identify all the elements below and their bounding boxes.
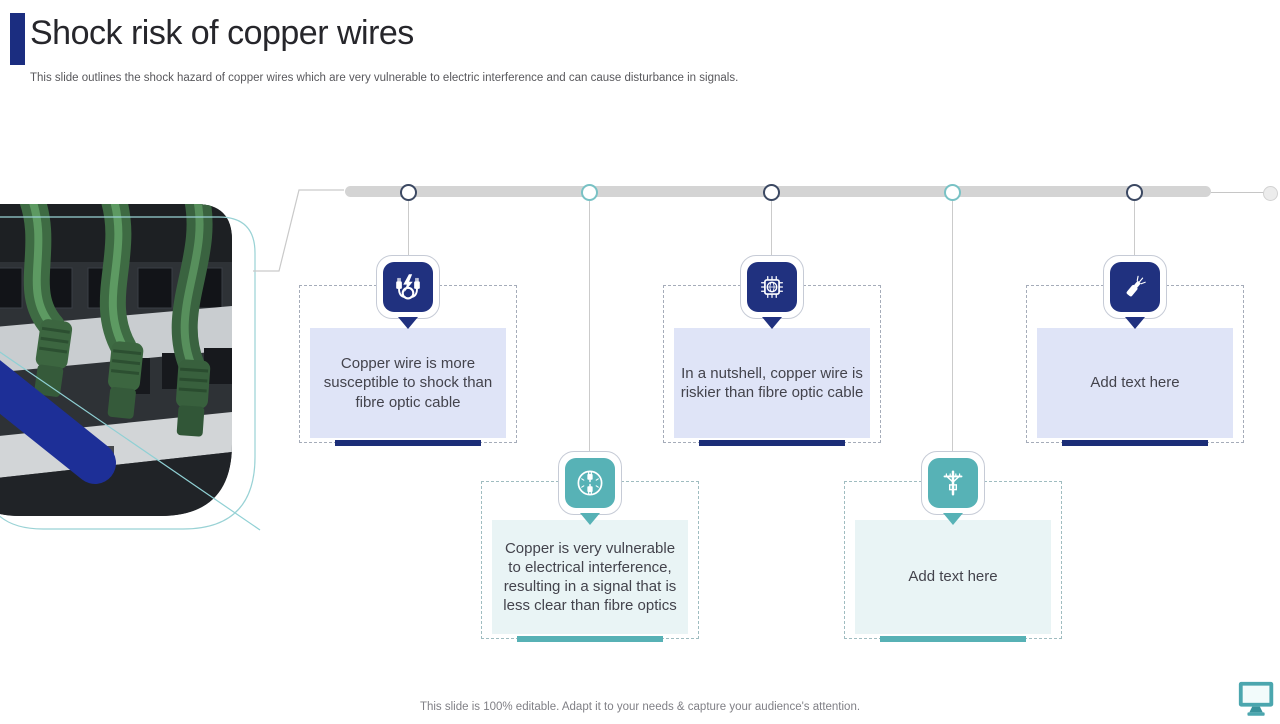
card-2-icon-pod <box>558 451 622 525</box>
pod-pointer <box>943 513 963 525</box>
timeline-node-1 <box>400 184 417 201</box>
fiber-optic-cable-icon <box>1126 275 1146 297</box>
card-4: Add text here <box>844 451 1062 642</box>
card-3-text-box[interactable]: In a nutshell, copper wire is riskier th… <box>674 328 870 438</box>
title-accent-bar <box>10 13 25 65</box>
card-3-text[interactable]: In a nutshell, copper wire is riskier th… <box>680 364 864 401</box>
card-1: Copper wire is more susceptible to shock… <box>299 255 517 446</box>
plug-connection-icon <box>577 470 603 496</box>
page-title: Shock risk of copper wires <box>30 14 414 52</box>
card-3-icon-pod <box>740 255 804 329</box>
ribbon-shape <box>0 360 116 484</box>
card-5-icon-pod <box>1103 255 1167 329</box>
card-4-text[interactable]: Add text here <box>908 568 998 586</box>
card-1-text[interactable]: Copper wire is more susceptible to shock… <box>323 355 493 411</box>
card-5-text-box[interactable]: Add text here <box>1037 328 1233 438</box>
card-1-icon-pod <box>376 255 440 329</box>
card-2-accent-bar <box>517 636 663 642</box>
microchip-icon <box>760 275 784 299</box>
card-2-text[interactable]: Copper is very vulnerable to electrical … <box>503 539 677 615</box>
ethernet-cables-photo <box>0 198 262 539</box>
timeline-node-5 <box>1126 184 1143 201</box>
pod-pointer <box>762 317 782 329</box>
timeline-node-3 <box>763 184 780 201</box>
card-5-text[interactable]: Add text here <box>1090 374 1180 392</box>
computer-monitor-icon <box>1236 679 1278 724</box>
card-1-accent-bar <box>335 440 481 446</box>
card-4-accent-bar <box>880 636 1026 642</box>
card-3: In a nutshell, copper wire is riskier th… <box>663 255 881 446</box>
slide-subtitle: This slide outlines the shock hazard of … <box>30 72 739 84</box>
card-4-icon-pod <box>921 451 985 525</box>
timeline-node-4 <box>944 184 961 201</box>
timeline-extension-line <box>1211 192 1266 193</box>
card-5-accent-bar <box>1062 440 1208 446</box>
timeline-node-2 <box>581 184 598 201</box>
power-plug-lightning-icon <box>396 274 420 300</box>
photo-outline-shape <box>0 216 256 530</box>
card-2-text-box[interactable]: Copper is very vulnerable to electrical … <box>492 520 688 634</box>
teal-diagonal-line <box>0 351 261 531</box>
pod-pointer <box>1125 317 1145 329</box>
connector-line-3 <box>771 198 772 256</box>
pod-pointer <box>398 317 418 329</box>
utility-pole-icon <box>943 470 963 496</box>
photo-content <box>0 204 232 516</box>
connector-line-4 <box>952 198 953 452</box>
card-4-text-box[interactable]: Add text here <box>855 520 1051 634</box>
connector-line-1 <box>408 198 409 256</box>
card-1-text-box[interactable]: Copper wire is more susceptible to shock… <box>310 328 506 438</box>
timeline-end-dot <box>1263 186 1278 201</box>
card-5: Add text here <box>1026 255 1244 446</box>
card-2: Copper is very vulnerable to electrical … <box>481 451 699 642</box>
pod-pointer <box>580 513 600 525</box>
card-3-accent-bar <box>699 440 845 446</box>
connector-line-5 <box>1134 198 1135 256</box>
ethernet-cables-photo-art <box>0 204 261 531</box>
connector-line-2 <box>589 198 590 452</box>
footer-note: This slide is 100% editable. Adapt it to… <box>419 701 861 713</box>
